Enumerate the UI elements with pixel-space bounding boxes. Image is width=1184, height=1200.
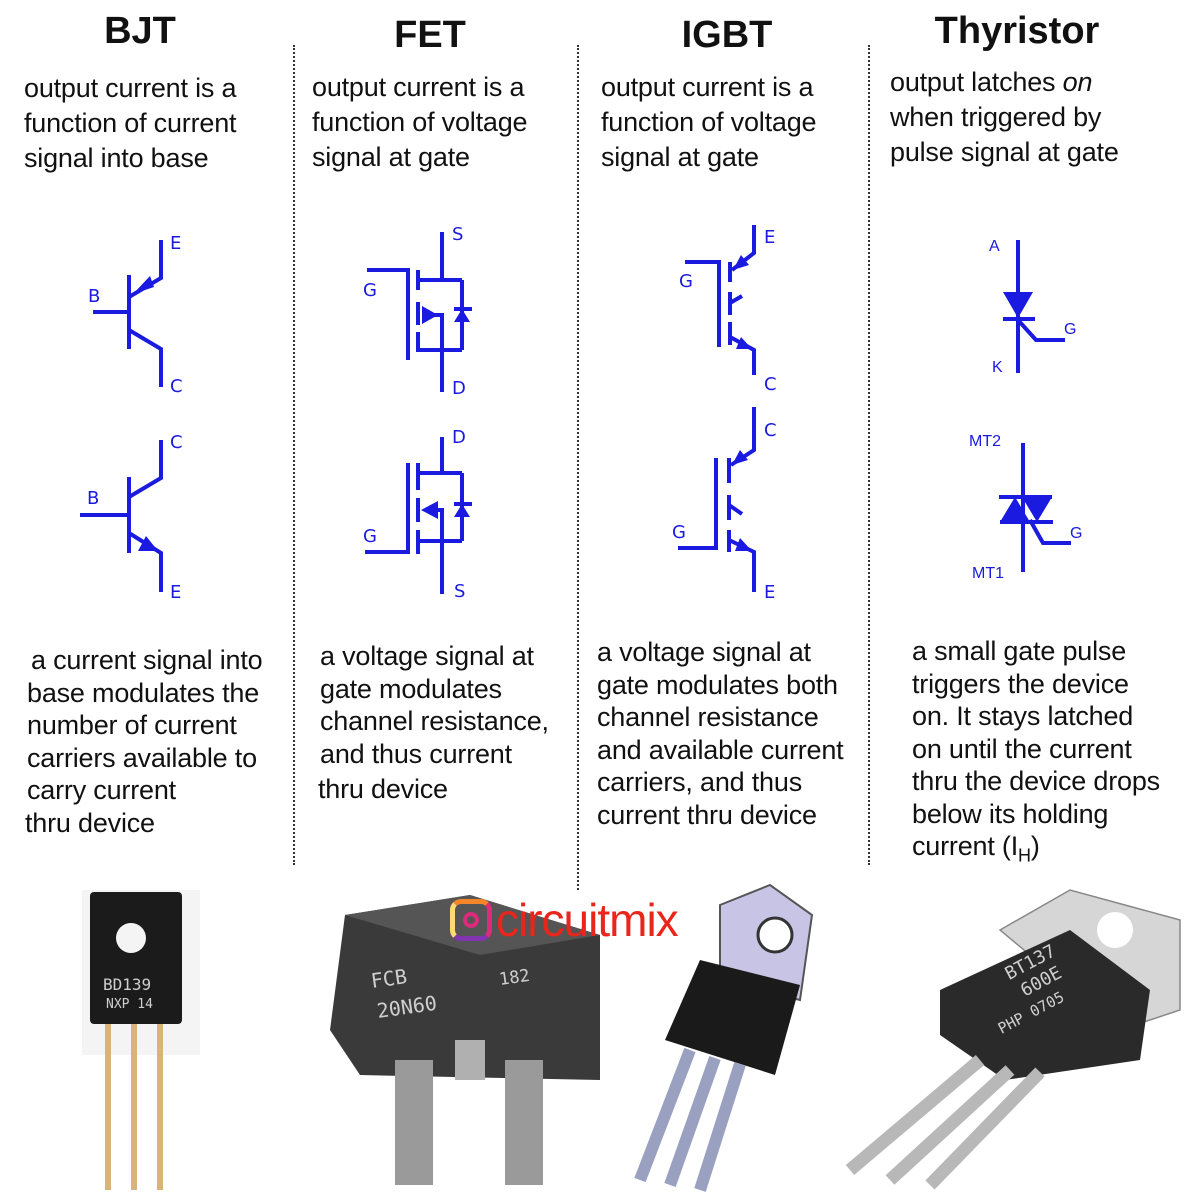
triac-symbol: MT2 MT1 G: [969, 433, 1082, 582]
bjt-title: BJT: [104, 10, 176, 52]
n-igbt-symbol: C G E: [672, 407, 777, 603]
fet-title: FET: [394, 14, 466, 56]
instagram-icon: [450, 899, 492, 941]
column-divider: [577, 45, 579, 890]
svg-text:NXP 14: NXP 14: [106, 997, 153, 1012]
svg-text:D: D: [452, 427, 466, 448]
svg-text:182: 182: [498, 966, 531, 990]
n-mosfet-symbol: G D S: [363, 427, 472, 602]
svg-text:S: S: [454, 581, 465, 602]
svg-text:S: S: [452, 224, 463, 245]
bd139-photo: BD139 NXP 14: [82, 890, 200, 1190]
svg-text:E: E: [170, 582, 181, 603]
column-divider: [868, 45, 870, 865]
svg-text:G: G: [679, 271, 693, 292]
svg-text:MT2: MT2: [969, 433, 1001, 450]
svg-text:FCB: FCB: [369, 964, 408, 993]
svg-text:G: G: [1064, 321, 1076, 338]
svg-text:C: C: [764, 420, 777, 441]
svg-text:C: C: [764, 374, 777, 395]
svg-text:K: K: [992, 359, 1003, 376]
svg-text:G: G: [1070, 525, 1082, 542]
svg-text:A: A: [989, 238, 1000, 255]
svg-text:E: E: [170, 233, 181, 254]
p-igbt-symbol: E G C: [679, 225, 777, 395]
scr-symbol: A K G: [989, 238, 1076, 376]
svg-text:E: E: [764, 227, 775, 248]
svg-text:C: C: [170, 376, 183, 397]
svg-text:G: G: [363, 280, 377, 301]
thyristor-title: Thyristor: [934, 10, 1100, 52]
svg-text:G: G: [363, 526, 377, 547]
svg-text:B: B: [88, 286, 100, 307]
column-divider: [293, 45, 295, 865]
svg-text:B: B: [87, 488, 99, 509]
svg-text:E: E: [764, 582, 775, 603]
svg-text:C: C: [170, 432, 183, 453]
pnp-transistor-symbol: B E C: [88, 233, 183, 397]
p-mosfet-symbol: G S D: [363, 224, 472, 399]
watermark: circuitmix: [450, 893, 679, 947]
npn-transistor-symbol: B C E: [80, 432, 183, 603]
svg-text:MT1: MT1: [972, 565, 1004, 582]
watermark-handle: circuitmix: [496, 894, 679, 946]
igbt-title: IGBT: [681, 14, 773, 56]
svg-text:D: D: [452, 378, 466, 399]
svg-text:BD139: BD139: [103, 975, 151, 994]
bt137-photo: BT137 600E PHP 0705: [845, 889, 1181, 1190]
igbt-to220-photo: [634, 883, 814, 1192]
svg-text:G: G: [672, 522, 686, 543]
